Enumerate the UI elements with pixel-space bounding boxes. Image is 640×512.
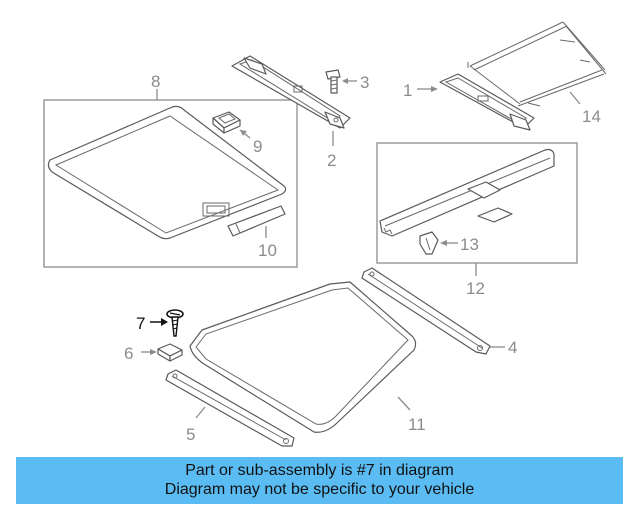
group-box-8: [43, 99, 298, 268]
part-cover-panel[interactable]: [47, 105, 287, 240]
callout-7[interactable]: 7: [136, 314, 145, 333]
part-1-rail[interactable]: [439, 73, 535, 131]
part-trim-panel[interactable]: [379, 148, 555, 237]
part-11-mat[interactable]: [189, 281, 417, 433]
part-9-clip[interactable]: [212, 111, 241, 134]
callout-4[interactable]: 4: [508, 338, 517, 357]
part-5-rail[interactable]: [165, 369, 295, 447]
part-3-bolt[interactable]: [325, 69, 341, 94]
callout-9[interactable]: 9: [253, 137, 262, 156]
callout-8[interactable]: 8: [151, 72, 160, 91]
part-10-strap[interactable]: [227, 205, 286, 237]
info-banner: Part or sub-assembly is #7 in diagram Di…: [16, 457, 623, 504]
callout-1[interactable]: 1: [403, 81, 412, 100]
callout-14[interactable]: 14: [582, 107, 601, 126]
banner-line-1: Part or sub-assembly is #7 in diagram: [185, 462, 454, 479]
group-box-12: [376, 142, 578, 264]
part-14-frame[interactable]: [467, 21, 607, 107]
callout-3[interactable]: 3: [360, 73, 369, 92]
callout-5[interactable]: 5: [186, 425, 195, 444]
callout-10[interactable]: 10: [258, 241, 277, 260]
callout-6[interactable]: 6: [124, 344, 133, 363]
callout-12[interactable]: 12: [466, 279, 485, 298]
banner-line-2: Diagram may not be specific to your vehi…: [164, 481, 475, 498]
part-7-screw[interactable]: [166, 309, 184, 337]
part-6-clip[interactable]: [157, 343, 183, 362]
callout-13[interactable]: 13: [460, 235, 479, 254]
part-13-clip[interactable]: [419, 231, 439, 255]
callout-2[interactable]: 2: [327, 151, 336, 170]
part-4-rail[interactable]: [361, 267, 491, 355]
part-2-rail[interactable]: [231, 55, 351, 129]
callout-11[interactable]: 11: [408, 415, 426, 434]
